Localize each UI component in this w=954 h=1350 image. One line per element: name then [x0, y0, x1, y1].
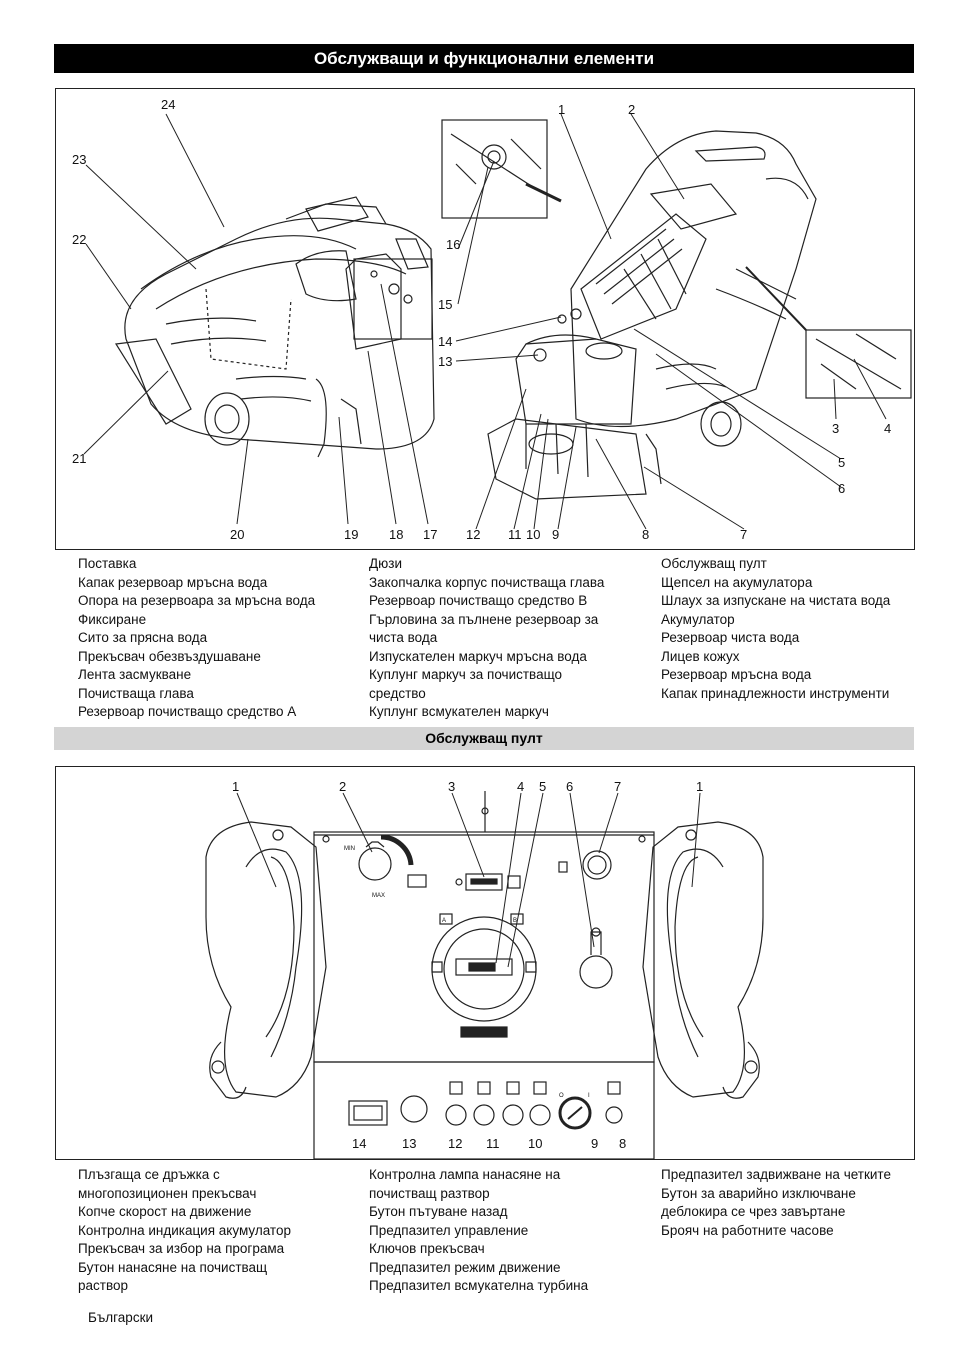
legend-item: Шлаух за изпускане на чистата вода — [661, 593, 891, 608]
legend-item: Бутон нанасяне на почистващ раствор — [78, 1259, 268, 1294]
legend-item: Изпускателен маркуч мръсна вода — [369, 648, 587, 664]
legend-item: Почистваща глава — [78, 685, 194, 701]
legend-item: Контролна индикация акумулатор — [78, 1222, 291, 1238]
legend-item: Бутон пътуване назад — [369, 1204, 508, 1219]
legend-item: Поставка — [78, 556, 137, 571]
callout: 8 — [619, 1136, 626, 1151]
diagram-callouts: 1 2 3 4 5 6 7 8 9 10 11 12 13 14 15 16 1… — [72, 97, 891, 542]
panel-label-a: A — [442, 918, 446, 924]
legend-item: Сито за прясна вода — [78, 630, 208, 645]
legend-item: Обслужващ пулт — [661, 556, 767, 571]
legend-item: Куплунг всмукателен маркуч — [369, 704, 549, 719]
legend-item: Плъзгаща се дръжка с многопозиционен пре… — [78, 1167, 257, 1201]
legend-item: Закопчалка корпус почистваща глава — [369, 574, 605, 590]
legend-item: Куплунг маркуч за почистващо средство — [369, 667, 563, 701]
section-title-elements: Обслужващи и функционални елементи — [54, 44, 914, 73]
legend-item: Фиксиране — [78, 611, 147, 627]
callout: 15 — [438, 297, 452, 312]
callout: 6 — [838, 481, 845, 496]
panel-legend-column-3: Предпазител задвижване на четките Бутон … — [661, 1166, 931, 1240]
legend-item: Предпазител режим движение — [369, 1259, 561, 1275]
legend-item: Капак резервоар мръсна вода — [78, 574, 268, 590]
machine-diagram: 1 2 3 4 5 6 7 8 9 10 11 12 13 14 15 16 1… — [55, 88, 915, 550]
legend-item: Лента засмукване — [78, 667, 192, 682]
legend-item: Резервоар почистващо средство В — [369, 593, 588, 608]
legend-item: Опора на резервоара за мръсна вода — [78, 593, 316, 608]
legend-item: Капак принадлежности инструменти — [661, 685, 890, 701]
callout: 14 — [438, 334, 452, 349]
callout: 5 — [838, 455, 845, 470]
callout: 17 — [423, 527, 437, 542]
legend-item: Предпазител всмукателна турбина — [369, 1278, 589, 1293]
legend-item: Дюзи — [369, 556, 402, 571]
legend-item: Резервоар почистващо средство А — [78, 704, 297, 719]
callout: 1 — [558, 102, 565, 117]
panel-label-min: MIN — [344, 846, 355, 852]
legend-item: Лицев кожух — [661, 648, 740, 664]
control-panel-illustration: MIN MAX A B O I 1 1 2 3 4 5 6 7 — [205, 779, 764, 1159]
callout: 19 — [344, 527, 358, 542]
section-title-control-panel: Обслужващ пулт — [54, 727, 914, 750]
callout: 24 — [161, 97, 175, 112]
callout: 4 — [517, 779, 524, 794]
panel-legend-column-1: Плъзгаща се дръжка с многопозиционен пре… — [78, 1166, 358, 1296]
footer-language: Български — [88, 1310, 154, 1325]
legend-item: Контролна лампа нанасяне на почистващ ра… — [369, 1167, 561, 1201]
callout: 11 — [486, 1136, 500, 1151]
callout: 3 — [448, 779, 455, 794]
callout: 5 — [539, 779, 546, 794]
panel-callouts: 1 1 2 3 4 5 6 7 8 9 10 11 12 13 14 — [232, 779, 703, 1151]
callout: 13 — [402, 1136, 416, 1151]
callout: 11 — [508, 527, 522, 542]
callout: 2 — [339, 779, 346, 794]
callout: 9 — [552, 527, 559, 542]
legend-item: Резервоар чиста вода — [661, 630, 800, 645]
legend-item: Гърловина за пълнене резервоар за чиста … — [369, 611, 599, 646]
panel-legend-column-2: Контролна лампа нанасяне на почистващ ра… — [369, 1166, 649, 1296]
legend-item: Ключов прекъсвач — [369, 1241, 485, 1256]
callout: 12 — [466, 527, 480, 542]
callout: 22 — [72, 232, 86, 247]
callout: 18 — [389, 527, 403, 542]
callout: 13 — [438, 354, 452, 369]
legend-item: Акумулатор — [661, 611, 735, 627]
callout: 4 — [884, 421, 891, 436]
legend-item: Прекъсвач за избор на програма — [78, 1241, 285, 1256]
legend-column-3: Обслужващ пулт Щепсел на акумулатора Шла… — [661, 555, 921, 703]
callout: 9 — [591, 1136, 598, 1151]
callout: 14 — [352, 1136, 366, 1151]
legend-item: Брояч на работните часове — [661, 1222, 834, 1238]
panel-label-off: O — [559, 1093, 564, 1099]
legend-column-1: Поставка Капак резервоар мръсна вода Опо… — [78, 555, 358, 722]
callout: 8 — [642, 527, 649, 542]
machine-illustration: 1 2 3 4 5 6 7 8 9 10 11 12 13 14 15 16 1… — [72, 97, 912, 542]
legend-column-2: Дюзи Закопчалка корпус почистваща глава … — [369, 555, 649, 722]
legend-item: Предпазител управление — [369, 1222, 529, 1238]
callout: 3 — [832, 421, 839, 436]
legend-item: Прекъсвач обезвъздушаване — [78, 648, 261, 664]
callout: 23 — [72, 152, 86, 167]
control-panel-diagram: MIN MAX A B O I 1 1 2 3 4 5 6 7 — [55, 766, 915, 1160]
callout: 10 — [528, 1136, 542, 1151]
callout: 16 — [446, 237, 460, 252]
callout: 12 — [448, 1136, 462, 1151]
callout: 10 — [526, 527, 540, 542]
legend-item: Предпазител задвижване на четките — [661, 1167, 891, 1182]
callout: 1 — [696, 779, 703, 794]
panel-label-max: MAX — [372, 893, 385, 899]
legend-item: Резервоар мръсна вода — [661, 667, 812, 682]
callout: 7 — [740, 527, 747, 542]
callout: 20 — [230, 527, 244, 542]
callout: 2 — [628, 102, 635, 117]
legend-item: Бутон за аварийно изключване деблокира с… — [661, 1185, 856, 1220]
panel-label-b: B — [513, 918, 517, 924]
legend-item: Копче скорост на движение — [78, 1204, 252, 1219]
legend-item: Щепсел на акумулатора — [661, 574, 813, 590]
callout: 6 — [566, 779, 573, 794]
callout: 7 — [614, 779, 621, 794]
panel-label-on: I — [588, 1093, 590, 1099]
callout: 1 — [232, 779, 239, 794]
callout: 21 — [72, 451, 86, 466]
